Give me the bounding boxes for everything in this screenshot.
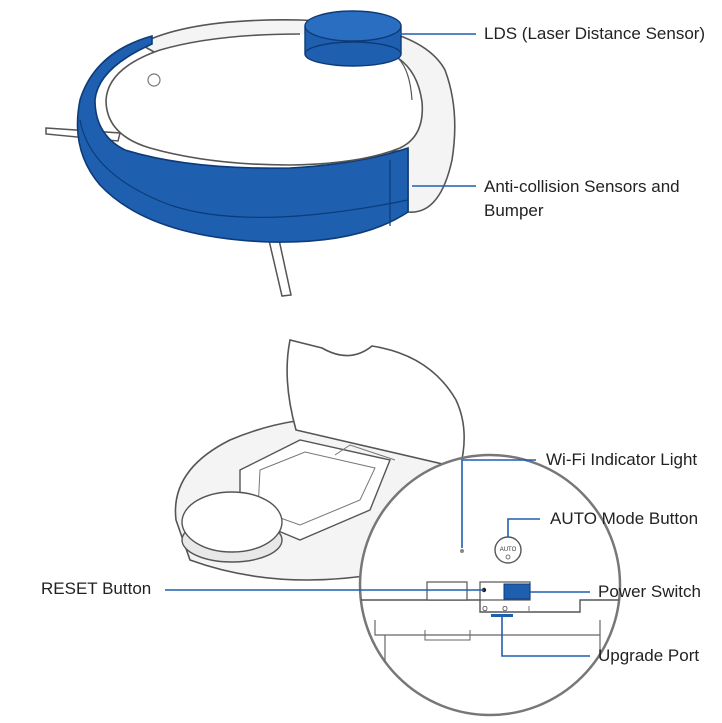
label-wifi: Wi-Fi Indicator Light bbox=[546, 450, 698, 469]
auto-button-text: AUTO bbox=[500, 547, 517, 553]
switch-off-mark: O bbox=[482, 606, 488, 613]
wifi-indicator-light bbox=[460, 549, 464, 553]
top-cover bbox=[105, 33, 424, 166]
auto-leader bbox=[507, 518, 540, 537]
label-anti-collision-line2: Bumper bbox=[484, 201, 544, 220]
robot-open-view bbox=[174, 339, 465, 581]
switch-on-mark: I bbox=[528, 606, 530, 613]
lds-turret bbox=[304, 10, 402, 67]
open-lid bbox=[286, 339, 465, 469]
zoom-detail: AUTO O O I bbox=[358, 453, 622, 717]
power-switch bbox=[503, 583, 531, 600]
cover-button-icon bbox=[147, 73, 161, 87]
robot-top-view bbox=[45, 10, 456, 297]
lds-disc bbox=[181, 491, 283, 563]
label-reset: RESET Button bbox=[41, 579, 152, 598]
wifi-leader bbox=[461, 459, 536, 548]
auto-mode-button: AUTO bbox=[494, 536, 522, 564]
bumper bbox=[76, 34, 409, 243]
side-brush-bottom bbox=[267, 234, 292, 297]
label-lds: LDS (Laser Distance Sensor) bbox=[484, 24, 706, 43]
reset-area bbox=[426, 581, 468, 601]
label-power-switch: Power Switch bbox=[598, 582, 701, 601]
upgrade-leader bbox=[501, 617, 590, 657]
label-auto-mode: AUTO Mode Button bbox=[550, 509, 699, 528]
switch-mid-mark: O bbox=[502, 606, 508, 613]
upgrade-port bbox=[491, 614, 513, 617]
label-upgrade-port: Upgrade Port bbox=[598, 646, 700, 665]
label-anti-collision-line1: Anti-collision Sensors and bbox=[484, 177, 680, 196]
